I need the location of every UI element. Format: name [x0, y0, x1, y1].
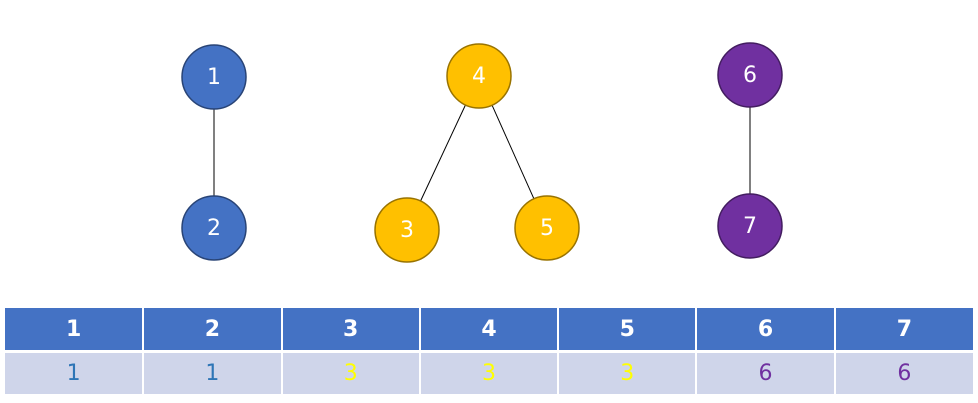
node-circle-1 [181, 44, 247, 110]
node-7: 7 [717, 193, 783, 259]
index-row: 1 2 3 4 5 6 7 [5, 308, 973, 353]
node-circle-4 [446, 43, 512, 109]
parent-row: 1 1 3 3 3 6 6 [5, 351, 973, 394]
node-label-6: 6 [743, 63, 757, 88]
edge-4-3 [420, 104, 466, 202]
node-label-2: 2 [207, 216, 221, 241]
node-label-3: 3 [400, 218, 414, 243]
node-1: 1 [181, 44, 247, 110]
parent-cell-6: 6 [696, 351, 836, 394]
index-cell-1: 1 [5, 308, 145, 353]
parent-table: 1 2 3 4 5 6 7 1 1 3 3 3 6 6 [5, 308, 973, 394]
index-cell-6: 6 [696, 308, 836, 353]
edges-layer [213, 104, 751, 202]
node-circle-2 [181, 195, 247, 261]
parent-cell-3: 3 [281, 351, 421, 394]
node-circle-7 [717, 193, 783, 259]
node-label-7: 7 [743, 214, 757, 239]
parent-cell-2: 1 [143, 351, 283, 394]
node-2: 2 [181, 195, 247, 261]
nodes-layer: 1 2 3 4 5 6 7 [181, 42, 783, 263]
index-cell-7: 7 [834, 308, 973, 353]
node-4: 4 [446, 43, 512, 109]
parent-cell-5: 3 [558, 351, 698, 394]
index-cell-5: 5 [558, 308, 698, 353]
node-3: 3 [374, 197, 440, 263]
parent-cell-1: 1 [5, 351, 145, 394]
node-label-5: 5 [540, 216, 554, 241]
node-circle-3 [374, 197, 440, 263]
parent-cell-4: 3 [419, 351, 560, 394]
node-circle-6 [717, 42, 783, 108]
index-cell-2: 2 [143, 308, 283, 353]
node-label-4: 4 [472, 64, 486, 89]
forest-diagram: 1 2 3 4 5 6 7 [181, 42, 783, 263]
edge-4-5 [491, 105, 535, 199]
node-6: 6 [717, 42, 783, 108]
node-circle-5 [514, 195, 580, 261]
index-cell-3: 3 [281, 308, 421, 353]
parent-cell-7: 6 [834, 351, 973, 394]
node-label-1: 1 [207, 65, 221, 90]
node-5: 5 [514, 195, 580, 261]
index-cell-4: 4 [419, 308, 560, 353]
